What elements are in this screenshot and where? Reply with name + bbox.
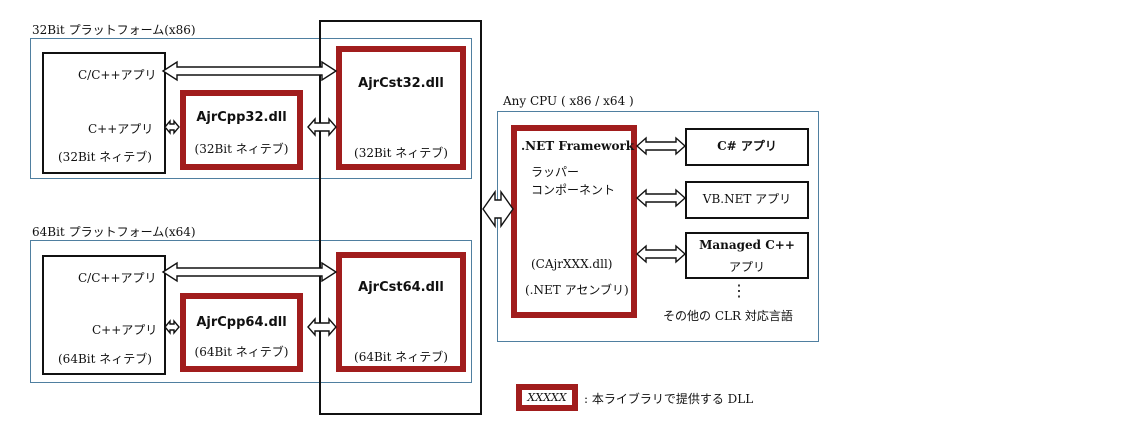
platform32-native-label: (32Bit ネィテブ) — [58, 150, 152, 164]
arrow-cppapp32-to-ajrcpp32 — [164, 119, 180, 135]
arrow-capp32-to-ajrcst32 — [161, 60, 338, 82]
anycpu-panel — [497, 111, 819, 342]
assembly-label: (.NET アセンブリ) — [525, 283, 629, 297]
other-clr-languages: その他の CLR 対応言語 — [663, 309, 793, 323]
arrow-wrapper-to-csharp — [635, 136, 687, 156]
platform64-cpp-app-box: C/C++アプリ C++アプリ (64Bit ネィテブ) — [42, 255, 166, 375]
platform64-panel — [30, 240, 472, 383]
platform64-native-label: (64Bit ネィテブ) — [58, 352, 152, 366]
platform64-title: 64Bit プラットフォーム(x64) — [32, 225, 196, 239]
ajrcst32-name: AjrCst32.dll — [358, 76, 444, 91]
arrow-cppapp64-to-ajrcpp64 — [164, 319, 180, 335]
platform32-cpp-app-box: C/C++アプリ C++アプリ (32Bit ネィテブ) — [42, 52, 166, 174]
ellipsis-dots: ⋮ — [731, 281, 747, 300]
assembly-name: (CAjrXXX.dll) — [531, 257, 613, 271]
ajrcpp64-native: (64Bit ネィテブ) — [194, 345, 289, 359]
platform64-c-app-label: C/C++アプリ — [78, 271, 157, 285]
platform32-ajrcst-dll: AjrCst32.dll (32Bit ネィテブ) — [336, 46, 466, 170]
vbnet-app-label: VB.NET アプリ — [702, 192, 792, 206]
legend-description: : 本ライブラリで提供する DLL — [584, 392, 754, 406]
platform32-cpp-app-label: C++アプリ — [88, 122, 154, 136]
managed-cpp-app-box: Managed C++ アプリ — [685, 232, 809, 279]
wrapper-line2: コンポーネント — [531, 183, 616, 197]
csharp-app-label: C# アプリ — [717, 139, 777, 153]
platform64-ajrcst-dll: AjrCst64.dll (64Bit ネィテブ) — [336, 252, 466, 372]
arrow-wrapper-to-vbnet — [635, 188, 687, 208]
managed-cpp-line2: アプリ — [728, 260, 765, 274]
managed-cpp-line1: Managed C++ — [699, 238, 795, 252]
platform64-ajrcpp-dll: AjrCpp64.dll (64Bit ネィテブ) — [180, 293, 303, 372]
csharp-app-box: C# アプリ — [685, 128, 809, 166]
arrow-wrapper-to-managedcpp — [635, 244, 687, 264]
ajrcpp32-native: (32Bit ネィテブ) — [194, 142, 289, 156]
platform32-c-app-label: C/C++アプリ — [78, 68, 157, 82]
platform32-title: 32Bit プラットフォーム(x86) — [32, 23, 196, 37]
ajrcst64-name: AjrCst64.dll — [358, 280, 444, 295]
vbnet-app-box: VB.NET アプリ — [685, 181, 809, 219]
arrow-ajrcpp64-to-ajrcst64 — [307, 317, 337, 337]
arrow-ajrcpp32-to-ajrcst32 — [307, 117, 337, 137]
wrapper-line1: ラッパー — [531, 165, 580, 179]
legend-sample-text: XXXXX — [527, 391, 567, 404]
ajrcst64-native: (64Bit ネィテブ) — [354, 350, 448, 364]
framework-title: .NET Framework — [521, 139, 635, 153]
legend-sample-box: XXXXX — [516, 384, 578, 411]
anycpu-title: Any CPU ( x86 / x64 ) — [503, 94, 634, 108]
platform32-ajrcpp-dll: AjrCpp32.dll (32Bit ネィテブ) — [180, 90, 303, 170]
ajrcst-group-frame — [319, 20, 482, 415]
ajrcpp64-name: AjrCpp64.dll — [196, 315, 287, 330]
ajrcst32-native: (32Bit ネィテブ) — [354, 146, 448, 160]
net-framework-wrapper-dll: .NET Framework ラッパー コンポーネント (CAjrXXX.dll… — [511, 125, 637, 318]
ajrcpp32-name: AjrCpp32.dll — [196, 110, 287, 125]
platform64-cpp-app-label: C++アプリ — [92, 323, 158, 337]
arrow-native-to-anycpu — [482, 189, 514, 229]
platform32-panel — [30, 38, 472, 179]
arrow-capp64-to-ajrcst64 — [161, 261, 338, 283]
